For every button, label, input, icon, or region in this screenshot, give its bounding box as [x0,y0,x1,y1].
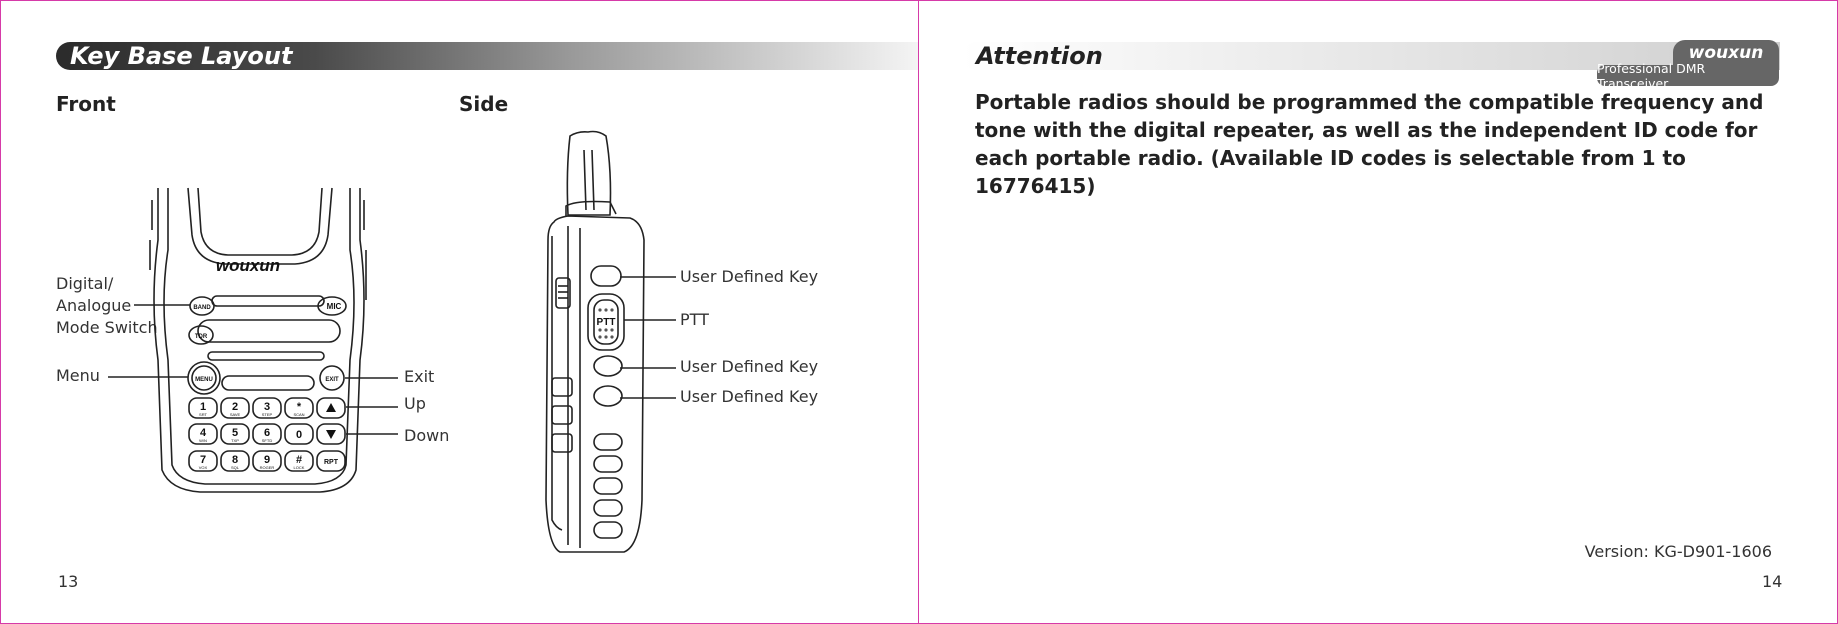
version-label: Version: KG-D901-1606 [1584,542,1772,561]
menu-callout: Menu [56,366,100,385]
logo-brand: wouxun [1673,40,1779,66]
left-banner-title: Key Base Layout [70,42,293,70]
right-banner-title: Attention [976,42,1103,70]
attention-text: Portable radios should be programmed the… [975,90,1764,198]
side-user-key-2-callout: User Defined Key [680,357,819,376]
logo-tagline: Professional DMR Transceiver [1597,61,1779,91]
side-user-key-3-callout: User Defined Key [680,387,819,406]
page-divider [918,0,919,624]
left-page-number: 13 [58,572,79,591]
down-callout: Down [404,426,450,445]
side-label: Side [459,92,509,116]
mode-switch-callout: Digital/ Analogue Mode Switch [56,274,158,337]
exit-callout: Exit [404,367,435,386]
left-banner: Key Base Layout [56,42,918,70]
right-page-number: 14 [1762,572,1783,591]
up-callout: Up [404,394,426,413]
side-ptt-callout: PTT [680,310,709,329]
side-user-key-1-callout: User Defined Key [680,267,819,286]
front-label: Front [56,92,116,116]
brand-logo: wouxun Professional DMR Transceiver [1597,40,1779,91]
